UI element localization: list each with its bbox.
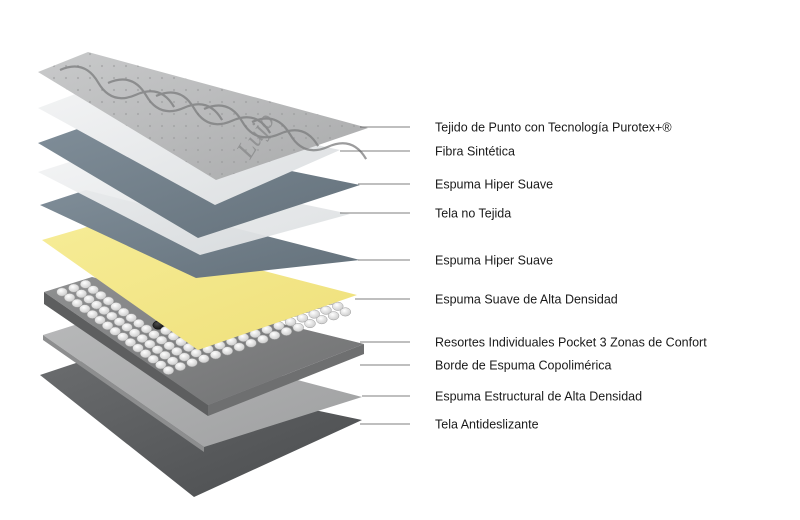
layer-label: Espuma Suave de Alta Densidad [435, 293, 618, 307]
spring-pocket [316, 315, 328, 325]
spring-pocket [117, 332, 129, 342]
layer-label: Espuma Hiper Suave [435, 254, 553, 268]
spring-pocket [339, 307, 352, 317]
spring-pocket [186, 358, 198, 368]
layer-label: Tela no Tejida [435, 207, 511, 221]
layer-label: Tejido de Punto con Tecnología Purotex+® [435, 121, 672, 135]
spring-pocket [79, 304, 91, 314]
spring-pocket [79, 279, 92, 289]
spring-pocket [94, 315, 106, 325]
spring-pocket [133, 318, 145, 328]
spring-pocket [174, 362, 186, 371]
quilt-stitch [107, 78, 224, 121]
spring-pocket [162, 365, 175, 375]
layer-tejido-de-punto: Lujo [38, 52, 368, 180]
spring-pocket [124, 337, 137, 347]
spring-pocket [209, 350, 222, 360]
spring-pocket [268, 330, 281, 340]
layer-label: Resortes Individuales Pocket 3 Zonas de … [435, 336, 707, 350]
spring-pocket [102, 296, 115, 306]
spring-pocket [147, 354, 159, 364]
spring-pocket [71, 298, 83, 308]
spring-pocket [221, 346, 234, 356]
spring-pocket [332, 301, 344, 311]
spring-pocket [166, 356, 179, 366]
spring-pocket [75, 289, 88, 299]
spring-pocket [159, 350, 171, 360]
spring-pocket [155, 335, 168, 345]
spring-pocket [68, 283, 80, 293]
spring-pocket [83, 294, 95, 304]
spring-pocket [198, 354, 210, 364]
quilt-stitch [59, 65, 176, 108]
layer-label: Espuma Hiper Suave [435, 178, 553, 192]
spring-pocket [233, 342, 245, 352]
spring-pocket [320, 305, 332, 315]
spring-pocket [63, 293, 76, 303]
quilt-stitch [155, 91, 272, 134]
spring-pocket [190, 348, 202, 358]
spring-pocket [304, 319, 316, 329]
quilt-stitch [251, 117, 368, 160]
spring-pocket [155, 360, 167, 370]
spring-pocket [171, 346, 183, 356]
layer-label: Tela Antideslizante [435, 418, 539, 432]
layer-labels: Tejido de Punto con Tecnología Purotex+®… [340, 121, 707, 432]
spring-pocket [95, 290, 107, 300]
spring-pocket [178, 352, 191, 362]
spring-pocket [128, 328, 141, 338]
quilt-stitch [203, 104, 320, 147]
layer-borde-espuma-edge [44, 292, 208, 416]
layer-borde-espuma-edge-right [208, 344, 364, 416]
spring-pocket [117, 307, 130, 317]
spring-pocket [308, 309, 320, 319]
spring-pocket [144, 339, 156, 349]
spring-pocket [86, 309, 99, 319]
spring-pocket [56, 287, 68, 297]
spring-pocket [98, 306, 110, 315]
spring-pocket [136, 334, 148, 343]
layer-espuma-estructural-edge [43, 335, 204, 452]
spring-pocket [245, 338, 257, 348]
spring-pocket [148, 330, 160, 340]
spring-pocket [151, 345, 164, 355]
spring-pocket [109, 326, 121, 336]
layer-label: Borde de Espuma Copolimérica [435, 359, 612, 373]
layer-label: Espuma Estructural de Alta Densidad [435, 390, 642, 404]
spring-pocket [101, 321, 114, 331]
spring-pocket [140, 324, 153, 334]
spring-pocket [121, 322, 133, 332]
spring-pocket [163, 341, 175, 351]
spring-pocket [113, 317, 126, 327]
spring-pocket [110, 302, 122, 312]
spring-pocket [327, 311, 340, 321]
layer-espuma-suave-alta-densidad [42, 226, 357, 350]
spring-pocket [87, 285, 99, 295]
spring-pocket [125, 313, 137, 323]
spring-pocket [292, 323, 304, 332]
layer-label: Fibra Sintética [435, 145, 515, 159]
spring-pocket [257, 334, 269, 344]
spring-pocket [106, 311, 118, 321]
spring-pocket [90, 300, 103, 310]
spring-pocket [280, 326, 293, 336]
spring-pocket [139, 349, 152, 359]
spring-pocket [132, 343, 144, 353]
